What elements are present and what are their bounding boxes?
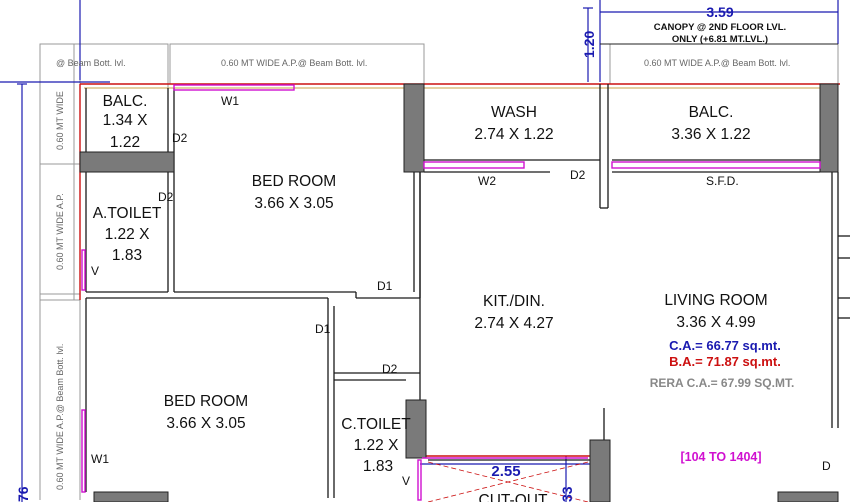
c-toilet-dim1: 1.22 X — [354, 437, 399, 454]
builtup-area: B.A.= 71.87 sq.mt. — [669, 354, 781, 369]
balc-left-name: BALC. — [103, 93, 148, 110]
marker-d2-toilet: D2 — [158, 190, 174, 204]
bed-bottom-dim: 3.66 X 3.05 — [166, 415, 245, 432]
cutout-height-dim: 33 — [559, 486, 575, 502]
marker-d1-bed: D1 — [377, 279, 393, 293]
kit-din-dim: 2.74 X 4.27 — [474, 315, 553, 332]
wash-name: WASH — [491, 104, 537, 121]
ap-label-top-left: @ Beam Bott. lvl. — [56, 58, 126, 68]
marker-v2: V — [402, 474, 410, 488]
marker-d2-ctoilet: D2 — [382, 362, 398, 376]
marker-w1-bottom: W1 — [91, 452, 109, 466]
carpet-area: C.A.= 66.77 sq.mt. — [669, 338, 781, 353]
balc-right-name: BALC. — [689, 104, 734, 121]
marker-w2: W2 — [478, 174, 496, 188]
a-toilet-name: A.TOILET — [93, 205, 162, 222]
living-dim: 3.36 X 4.99 — [676, 314, 755, 331]
bed-top-name: BED ROOM — [252, 173, 336, 190]
outer-boundary — [79, 83, 840, 457]
ap-label-left-top: 0.60 MT WIDE — [55, 91, 65, 150]
marker-d2-balc: D2 — [172, 131, 188, 145]
marker-d1-bed2: D1 — [315, 322, 331, 336]
balc-left-dim2: 1.22 — [110, 134, 140, 151]
marker-v1: V — [91, 264, 99, 278]
bed-top-dim: 3.66 X 3.05 — [254, 195, 333, 212]
left-height-dim: 76 — [15, 486, 31, 502]
ap-label-left-bottom: 0.60 MT WIDE A.P.@ Beam Bott. lvl. — [55, 344, 65, 490]
marker-d2-wash: D2 — [570, 168, 586, 182]
wash-dim: 2.74 X 1.22 — [474, 126, 553, 143]
balc-right-dim: 3.36 X 1.22 — [671, 126, 750, 143]
windows — [81, 84, 821, 501]
cut-out-name: CUT-OUT — [479, 492, 548, 502]
ap-label-left-mid: 0.60 MT WIDE A.P. — [55, 193, 65, 270]
ap-label-top-mid: 0.60 MT WIDE A.P.@ Beam Bott. lvl. — [221, 58, 367, 68]
living-name: LIVING ROOM — [664, 292, 767, 309]
canopy-width: 3.59 — [706, 4, 733, 20]
canopy-height: 1.20 — [581, 31, 597, 58]
balc-left-dim1: 1.34 X — [103, 112, 148, 129]
a-toilet-dim2: 1.83 — [112, 247, 142, 264]
rera-carpet-area: RERA C.A.= 67.99 SQ.MT. — [650, 376, 795, 390]
kit-din-name: KIT./DIN. — [483, 293, 545, 310]
walls — [85, 84, 850, 502]
ap-label-top-right: 0.60 MT WIDE A.P.@ Beam Bott. lvl. — [644, 58, 790, 68]
a-toilet-dim1: 1.22 X — [105, 226, 150, 243]
flat-range: [104 TO 1404] — [680, 450, 761, 464]
marker-d-living: D — [822, 459, 831, 473]
canopy-line2: ONLY (+6.81 MT.LVL.) — [672, 34, 768, 45]
c-toilet-name: C.TOILET — [341, 416, 411, 433]
canopy-line1: CANOPY @ 2ND FLOOR LVL. — [654, 22, 786, 33]
marker-w1-top: W1 — [221, 94, 239, 108]
marker-sfd: S.F.D. — [706, 174, 739, 188]
structural-columns — [79, 83, 839, 502]
cutout-cross — [427, 461, 589, 502]
bed-bottom-name: BED ROOM — [164, 393, 248, 410]
c-toilet-dim2: 1.83 — [363, 458, 393, 475]
cutout-width-dim: 2.55 — [491, 463, 520, 480]
